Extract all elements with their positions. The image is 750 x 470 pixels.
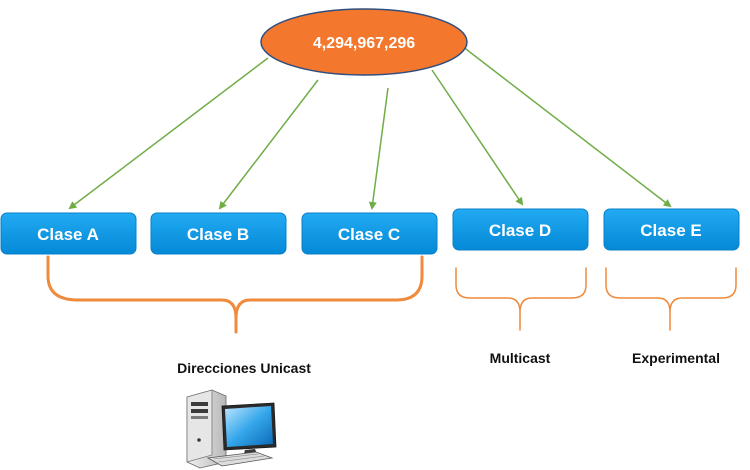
group-labels: Direcciones Unicast Multicast Experiment… bbox=[177, 350, 720, 376]
brace-unicast bbox=[46, 255, 424, 334]
class-label-a: Clase A bbox=[37, 225, 99, 244]
class-label-e: Clase E bbox=[640, 221, 701, 240]
arrow-to-clase-b bbox=[218, 79, 319, 210]
class-box-e: Clase E bbox=[603, 208, 740, 251]
group-label-experimental: Experimental bbox=[632, 350, 720, 366]
class-label-d: Clase D bbox=[489, 221, 551, 240]
class-box-b: Clase B bbox=[150, 212, 287, 255]
brace-experimental bbox=[605, 267, 737, 331]
desktop-computer-icon bbox=[186, 389, 277, 469]
class-box-a: Clase A bbox=[0, 212, 137, 255]
arrow-to-clase-e bbox=[461, 45, 672, 208]
arrow-to-clase-a bbox=[68, 57, 269, 210]
class-box-c: Clase C bbox=[301, 212, 438, 255]
root-ellipse bbox=[260, 8, 468, 76]
brace-multicast bbox=[455, 267, 587, 331]
class-label-c: Clase C bbox=[338, 225, 400, 244]
group-label-multicast: Multicast bbox=[490, 350, 551, 366]
root-node: 4,294,967,296 bbox=[260, 8, 468, 76]
class-boxes: Clase A Clase B Clase C Clase D Clase E bbox=[0, 208, 740, 255]
class-label-b: Clase B bbox=[187, 225, 249, 244]
root-label: 4,294,967,296 bbox=[313, 35, 415, 52]
braces bbox=[46, 255, 737, 334]
arrows bbox=[68, 45, 672, 210]
arrow-to-clase-c bbox=[368, 87, 389, 210]
arrow-to-clase-d bbox=[431, 69, 524, 206]
class-box-d: Clase D bbox=[452, 208, 589, 251]
group-label-unicast: Direcciones Unicast bbox=[177, 360, 311, 376]
